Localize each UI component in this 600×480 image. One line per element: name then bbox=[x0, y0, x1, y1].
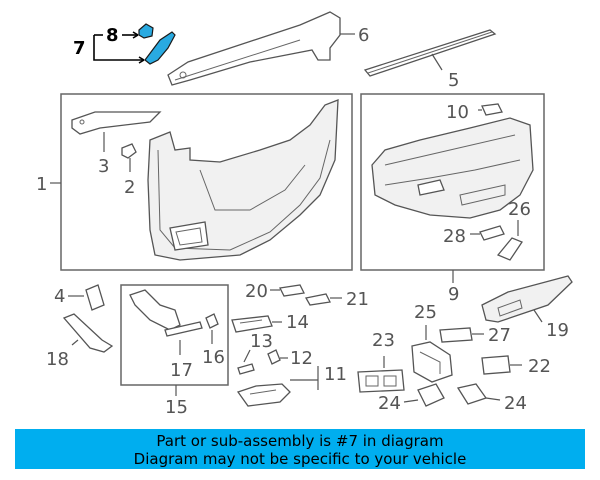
part-16[interactable] bbox=[205, 313, 219, 329]
callout-1[interactable]: 1 bbox=[36, 174, 47, 195]
callout-25[interactable]: 25 bbox=[414, 302, 437, 323]
callout-6[interactable]: 6 bbox=[358, 25, 369, 46]
callout-21[interactable]: 21 bbox=[346, 289, 369, 310]
part-7-highlight[interactable] bbox=[93, 23, 176, 65]
callout-26[interactable]: 26 bbox=[508, 199, 531, 220]
banner-line-1: Part or sub-assembly is #7 in diagram bbox=[156, 432, 444, 450]
part-15-bracket[interactable] bbox=[129, 289, 203, 337]
callout-10[interactable]: 10 bbox=[446, 102, 469, 123]
callout-16[interactable]: 16 bbox=[202, 347, 225, 368]
part-10[interactable] bbox=[481, 103, 503, 116]
part-9-trim-panel[interactable] bbox=[371, 117, 534, 219]
callout-28[interactable]: 28 bbox=[443, 226, 466, 247]
callout-24a[interactable]: 24 bbox=[378, 393, 401, 414]
group-box-15 bbox=[120, 284, 229, 386]
lead-11 bbox=[290, 366, 319, 390]
banner-line-2: Diagram may not be specific to your vehi… bbox=[133, 450, 467, 468]
callout-20[interactable]: 20 bbox=[245, 281, 268, 302]
part-28[interactable] bbox=[479, 225, 505, 241]
callout-12[interactable]: 12 bbox=[290, 348, 313, 369]
part-21[interactable] bbox=[304, 293, 331, 306]
part-14[interactable] bbox=[231, 315, 273, 333]
lead-5 bbox=[431, 53, 443, 71]
part-2[interactable] bbox=[121, 143, 137, 159]
callout-18[interactable]: 18 bbox=[46, 349, 69, 370]
lead-24a bbox=[403, 399, 419, 403]
part-20[interactable] bbox=[279, 284, 305, 297]
lead-19 bbox=[533, 309, 543, 323]
lead-13 bbox=[243, 349, 251, 363]
callout-27[interactable]: 27 bbox=[488, 325, 511, 346]
callout-19[interactable]: 19 bbox=[546, 320, 569, 341]
part-1-door-panel[interactable] bbox=[147, 99, 339, 261]
callout-2[interactable]: 2 bbox=[124, 177, 135, 198]
part-24a[interactable] bbox=[417, 383, 445, 407]
callout-8[interactable]: 8 bbox=[106, 25, 119, 46]
callout-3[interactable]: 3 bbox=[98, 156, 109, 177]
callout-14[interactable]: 14 bbox=[286, 312, 309, 333]
parts-diagram: 7 8 6 5 1 3 2 9 bbox=[36, 11, 573, 418]
callout-24b[interactable]: 24 bbox=[504, 393, 527, 414]
callout-22[interactable]: 22 bbox=[528, 356, 551, 377]
group-box-1 bbox=[60, 93, 353, 271]
callout-15[interactable]: 15 bbox=[165, 397, 188, 418]
part-11[interactable] bbox=[236, 383, 291, 407]
part-19[interactable] bbox=[481, 275, 573, 323]
callout-11[interactable]: 11 bbox=[324, 364, 347, 385]
part-6[interactable] bbox=[167, 11, 341, 86]
part-3[interactable] bbox=[71, 111, 162, 135]
part-26[interactable] bbox=[496, 237, 523, 261]
part-13[interactable] bbox=[237, 363, 255, 375]
part-23[interactable] bbox=[357, 369, 405, 393]
part-25[interactable] bbox=[411, 341, 453, 383]
part-18[interactable] bbox=[62, 313, 114, 353]
part-5[interactable] bbox=[363, 29, 497, 77]
callout-9[interactable]: 9 bbox=[448, 284, 459, 305]
callout-4[interactable]: 4 bbox=[54, 286, 65, 307]
part-12[interactable] bbox=[267, 349, 281, 365]
part-4[interactable] bbox=[85, 284, 105, 311]
callout-13[interactable]: 13 bbox=[250, 331, 273, 352]
part-27[interactable] bbox=[439, 327, 473, 343]
callout-17[interactable]: 17 bbox=[170, 360, 193, 381]
lead-24b bbox=[485, 397, 501, 401]
part-22[interactable] bbox=[481, 355, 511, 375]
callout-7[interactable]: 7 bbox=[73, 38, 86, 59]
lead-18 bbox=[71, 339, 79, 346]
callout-5[interactable]: 5 bbox=[448, 70, 459, 91]
part-24b[interactable] bbox=[456, 383, 488, 405]
notice-banner: Part or sub-assembly is #7 in diagram Di… bbox=[15, 429, 585, 469]
callout-23[interactable]: 23 bbox=[372, 330, 395, 351]
